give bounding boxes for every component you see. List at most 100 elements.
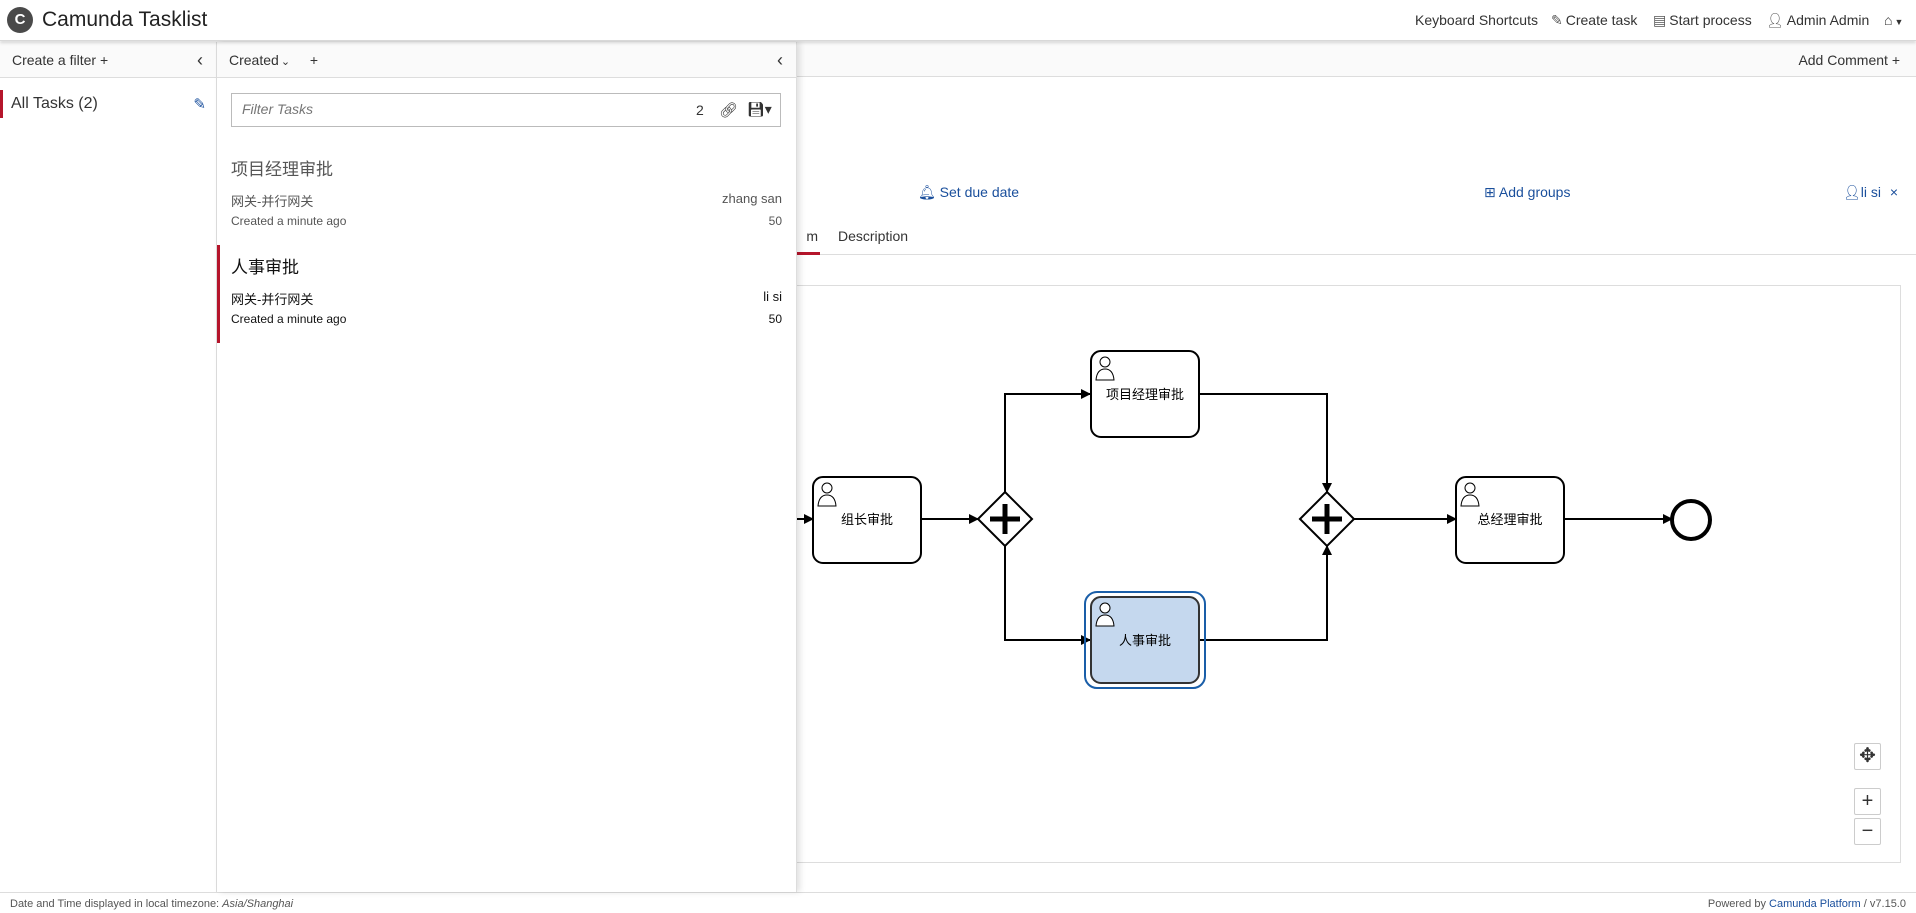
footer: Date and Time displayed in local timezon… <box>0 892 1916 913</box>
parallel-gateway-join[interactable] <box>1298 490 1356 548</box>
assignee-button[interactable]: 👤︎li si × <box>1843 184 1898 201</box>
filters-header: Create a filter + ‹ <box>0 42 216 78</box>
bpmn-task-t3-selected[interactable]: 人事审批 <box>1084 591 1206 689</box>
task-name: 人事审批 <box>231 258 299 277</box>
zoom-out-icon[interactable]: − <box>1854 818 1881 845</box>
sort-dropdown[interactable]: Created⌄ + <box>229 52 318 68</box>
flow-t3-gw2 <box>1199 545 1332 641</box>
task-priority: 50 <box>768 214 782 228</box>
save-icon[interactable]: 💾︎▾ <box>747 101 772 117</box>
home-icon: ⌂ <box>1884 12 1893 28</box>
task-label: 项目经理审批 <box>1106 388 1184 403</box>
detail-tabs: m Description <box>797 218 1916 255</box>
task-name: 项目经理审批 <box>231 160 333 179</box>
detail-toolbar: Add Comment + <box>797 42 1916 77</box>
zoom-in-icon[interactable]: + <box>1854 788 1881 815</box>
user-name: Admin Admin <box>1786 12 1870 28</box>
task-assignee: zhang san <box>722 191 782 206</box>
create-task-label: Create task <box>1565 12 1638 28</box>
bpmn-task-t1[interactable]: 组长审批 <box>812 476 922 564</box>
keyboard-shortcuts-label: Keyboard Shortcuts <box>1415 12 1538 28</box>
flow-t2-gw2 <box>1199 393 1332 493</box>
user-task-icon <box>1095 356 1115 381</box>
powered-prefix: Powered by <box>1707 898 1770 910</box>
top-navbar: C Camunda Tasklist Keyboard Shortcuts ✎C… <box>0 0 1916 41</box>
sort-label: Created <box>229 52 279 68</box>
task-label: 人事审批 <box>1119 634 1171 649</box>
powered-by: Powered by Camunda Platform / v7.15.0 <box>1708 898 1906 910</box>
task-label: 总经理审批 <box>1477 513 1542 528</box>
flow-gw1-t2 <box>1004 389 1091 492</box>
user-task-icon <box>1095 602 1115 627</box>
bpmn-task-t2[interactable]: 项目经理审批 <box>1090 350 1200 438</box>
task-assignee: li si <box>763 289 782 304</box>
create-filter-label: Create a filter <box>12 52 97 68</box>
tab-diagram-label: m <box>806 228 818 244</box>
chevron-down-icon: ⌄ <box>280 56 291 68</box>
add-sort-button[interactable]: + <box>309 52 319 68</box>
task-process: 网关-并行网关 <box>231 194 314 209</box>
link-icon[interactable]: 🔗︎ <box>719 102 739 119</box>
plus-icon: + <box>99 52 109 68</box>
tasklist-header: Created⌄ + ‹ <box>217 42 796 78</box>
end-event[interactable] <box>1670 499 1712 541</box>
add-comment-label: Add Comment <box>1798 52 1888 68</box>
grid-icon: ⊞ <box>1484 184 1496 200</box>
bell-icon: 🔔︎ <box>918 184 936 200</box>
plus-icon: + <box>1891 52 1900 68</box>
task-list-item-active[interactable]: 人事审批 网关-并行网关 li si Created a minute ago … <box>217 245 796 343</box>
chevron-left-icon[interactable]: ‹ <box>777 50 783 70</box>
version: / v7.15.0 <box>1860 898 1906 910</box>
task-process: 网关-并行网关 <box>231 292 314 307</box>
task-created: Created a minute ago <box>231 312 347 326</box>
camunda-platform-link[interactable]: Camunda Platform <box>1769 898 1861 910</box>
pencil-icon[interactable]: ✎ <box>193 96 206 113</box>
pencil-icon: ✎ <box>1551 12 1563 28</box>
create-task-button[interactable]: ✎Create task <box>1551 12 1637 29</box>
bpmn-task-t4[interactable]: 总经理审批 <box>1455 476 1565 564</box>
keyboard-shortcuts-link[interactable]: Keyboard Shortcuts <box>1415 12 1538 28</box>
search-input[interactable] <box>242 101 662 117</box>
chevron-left-icon[interactable]: ‹ <box>197 50 203 70</box>
timezone-value: Asia/Shanghai <box>222 898 294 910</box>
assignee-name: li si <box>1860 184 1882 200</box>
camunda-logo-icon[interactable]: C <box>7 7 33 33</box>
filter-item-all-tasks[interactable]: All Tasks (2) ✎ <box>0 90 216 118</box>
tab-description[interactable]: Description <box>838 228 909 244</box>
close-icon[interactable]: × <box>1889 184 1899 200</box>
flow-gw1-t3 <box>1004 546 1091 645</box>
tasklist-panel: Created⌄ + ‹ 2 🔗︎ 💾︎▾ 项目经理审批 网关-并行网关 zha… <box>217 42 797 892</box>
user-task-icon <box>817 482 837 507</box>
user-task-icon <box>1460 482 1480 507</box>
timezone-note: Date and Time displayed in local timezon… <box>10 898 293 910</box>
task-priority: 50 <box>768 312 782 326</box>
task-label: 组长审批 <box>841 513 893 528</box>
add-groups-label: Add groups <box>1498 184 1571 200</box>
add-comment-button[interactable]: Add Comment + <box>1798 52 1900 68</box>
tab-diagram[interactable]: m <box>797 218 820 255</box>
bpmn-diagram-canvas[interactable]: 组长审批 项目经理审批 人事审批 总经理审批 <box>797 285 1901 863</box>
start-process-label: Start process <box>1669 12 1752 28</box>
timezone-prefix: Date and Time displayed in local timezon… <box>10 898 223 910</box>
parallel-gateway-split[interactable] <box>976 490 1034 548</box>
set-due-date-label: Set due date <box>939 184 1020 200</box>
task-created: Created a minute ago <box>231 214 347 228</box>
zoom-fit-icon[interactable]: ✥ <box>1854 743 1881 770</box>
start-process-button[interactable]: ▤Start process <box>1653 12 1752 29</box>
sequence-flows <box>797 389 1673 645</box>
create-filter-button[interactable]: Create a filter + <box>12 52 108 68</box>
task-list-item[interactable]: 项目经理审批 网关-并行网关 zhang san Created a minut… <box>217 147 796 245</box>
user-icon: 👤︎ <box>1766 12 1784 28</box>
filters-panel: Create a filter + ‹ All Tasks (2) ✎ <box>0 42 217 892</box>
add-groups-button[interactable]: ⊞ Add groups <box>1484 184 1570 201</box>
user-icon: 👤︎ <box>1843 184 1861 200</box>
home-menu[interactable]: ⌂▼ <box>1884 12 1903 28</box>
chevron-down-icon: ▼ <box>1894 17 1904 27</box>
search-result-count: 2 <box>696 102 704 118</box>
bpmn-diagram: 组长审批 项目经理审批 人事审批 总经理审批 <box>797 350 1712 689</box>
search-box: 2 🔗︎ 💾︎▾ <box>231 93 781 127</box>
filter-item-label: All Tasks (2) <box>11 95 98 112</box>
user-menu[interactable]: 👤︎Admin Admin <box>1766 12 1869 29</box>
set-due-date-button[interactable]: 🔔︎ Set due date <box>918 184 1019 201</box>
app-title[interactable]: Camunda Tasklist <box>42 8 208 31</box>
